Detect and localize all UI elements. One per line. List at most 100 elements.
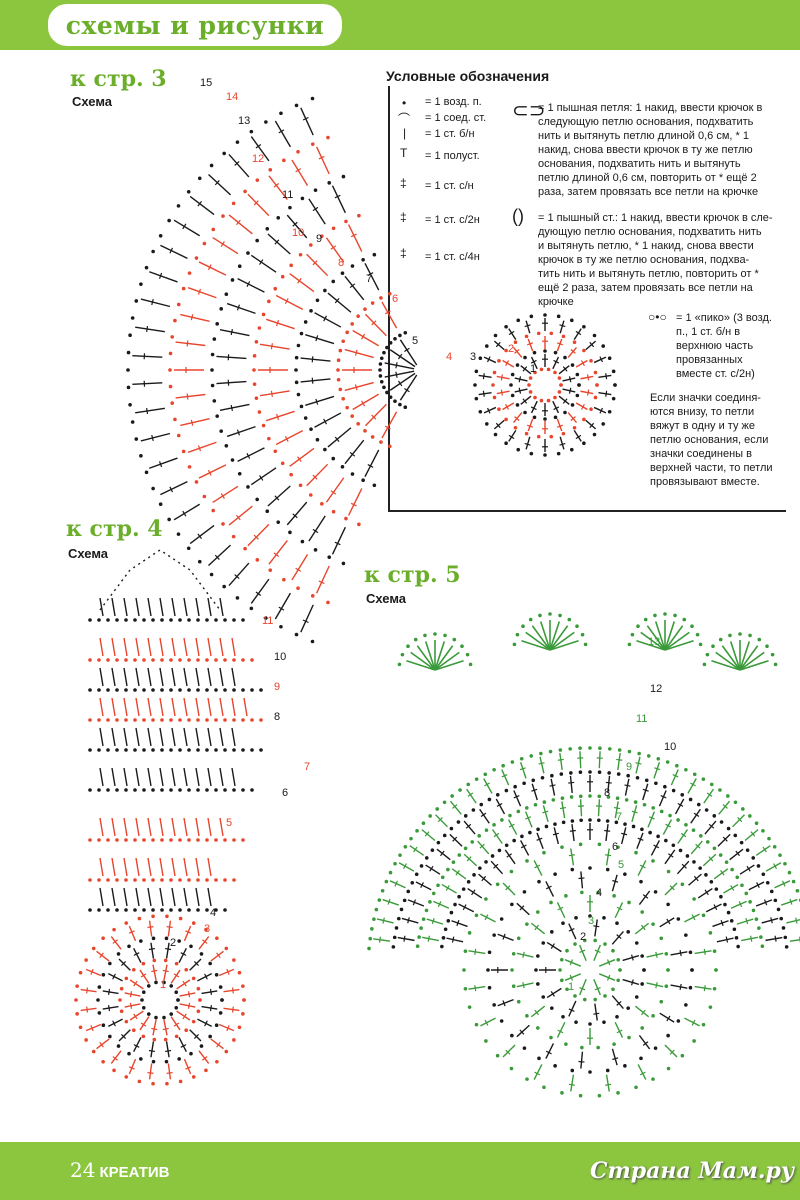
chain-stitch-dot [560,958,564,962]
stitch-mark [491,861,502,874]
stitch-crossbar [191,314,192,320]
stitch-crossbar [167,927,173,928]
chain-stitch-dot [693,772,697,776]
chain-stitch-dot [106,718,110,722]
stitch-mark [309,516,325,541]
stitch-crossbar [614,808,620,809]
stitch-mark [718,834,730,846]
chain-stitch-dot [215,936,219,940]
chain-stitch-dot [379,296,383,300]
chain-stitch-dot [192,921,196,925]
chain-stitch-dot [666,968,670,972]
chain-stitch-dot [388,444,392,448]
stitch-mark [266,319,294,328]
chain-stitch-dot [169,718,173,722]
chain-stitch-dot [124,688,128,692]
chain-stitch-dot [379,440,383,444]
chain-stitch-dot [541,941,545,945]
chain-stitch-dot [165,914,169,918]
stitch-mark [112,638,115,656]
stitch-mark [260,344,290,349]
stitch-crossbar [704,985,705,991]
chain-stitch-dot [584,643,588,647]
chain-stitch-dot [664,952,668,956]
chain-stitch-dot [127,945,131,949]
chain-stitch-dot [543,800,547,804]
chain-stitch-dot [332,510,336,514]
chain-stitch-dot [311,640,315,644]
stitch-mark [292,554,308,580]
chain-stitch-dot [124,878,128,882]
chain-stitch-dot [531,779,535,783]
chain-stitch-dot [475,777,479,781]
chain-stitch-dot [537,435,541,439]
chain-stitch-dot [142,908,146,912]
chain-stitch-dot [748,634,752,638]
chain-stitch-dot [755,917,759,921]
chain-stitch-dot [133,908,137,912]
chain-stitch-dot [492,1003,496,1007]
stitch-mark [119,959,130,970]
chain-stitch-dot [561,1015,565,1019]
chain-stitch-dot [268,568,272,572]
stitch-crossbar [380,937,381,943]
chain-stitch-dot [393,337,397,341]
chain-stitch-dot [151,658,155,662]
stitch-crossbar [579,878,585,879]
chain-stitch-dot [510,903,514,907]
chain-stitch-dot [466,783,470,787]
chain-stitch-dot [653,614,657,618]
chain-stitch-dot [214,838,218,842]
stitch-crossbar [569,855,575,856]
stitch-mark [149,272,177,282]
chain-stitch-dot [356,422,360,426]
stitch-mark [595,920,597,937]
chain-stitch-dot [593,334,597,338]
chain-stitch-dot [533,396,537,400]
stitch-mark [125,1004,141,1007]
chain-stitch-dot [690,624,694,628]
chain-stitch-dot [792,880,796,884]
chain-stitch-dot [689,798,693,802]
chain-stitch-dot [196,908,200,912]
chain-stitch-dot [371,435,375,439]
chain-stitch-dot [142,1006,146,1010]
chain-stitch-dot [187,788,191,792]
chain-stitch-dot [187,878,191,882]
chain-stitch-dot [134,299,138,303]
row-number-label: 5 [618,859,624,871]
chain-stitch-dot [382,386,386,390]
stitch-mark [766,938,783,941]
stitch-mark [353,394,379,409]
stitch-mark [172,888,175,906]
stitch-mark [671,985,688,988]
chain-stitch-dot [602,916,606,920]
chain-stitch-dot [142,618,146,622]
stitch-mark [382,302,397,328]
chain-stitch-dot [314,188,318,192]
stitch-mark [148,598,151,616]
stitch-crossbar [165,1050,171,1051]
stitch-crossbar [632,811,638,813]
stitch-mark [100,698,103,716]
stitch-mark [332,186,345,213]
stitch-crossbar [604,830,610,831]
chain-stitch-dot [255,239,259,243]
stitch-crossbar [130,1003,131,1009]
chain-stitch-dot [611,987,615,991]
chain-stitch-dot [715,887,719,891]
chain-stitch-dot [380,380,384,384]
stitch-mark [184,818,187,836]
chain-stitch-dot [169,352,173,356]
chain-stitch-dot [534,968,538,972]
chain-stitch-dot [777,908,781,912]
chain-stitch-dot [151,487,155,491]
chain-stitch-dot [124,658,128,662]
stitch-mark [160,482,187,495]
footer: 24КРЕАТИВ [70,1158,169,1182]
stitch-mark [201,1007,217,1010]
chain-stitch-dot [464,949,468,953]
stitch-crossbar [751,936,752,942]
chain-stitch-dot [169,748,173,752]
chain-stitch-dot [215,1060,219,1064]
